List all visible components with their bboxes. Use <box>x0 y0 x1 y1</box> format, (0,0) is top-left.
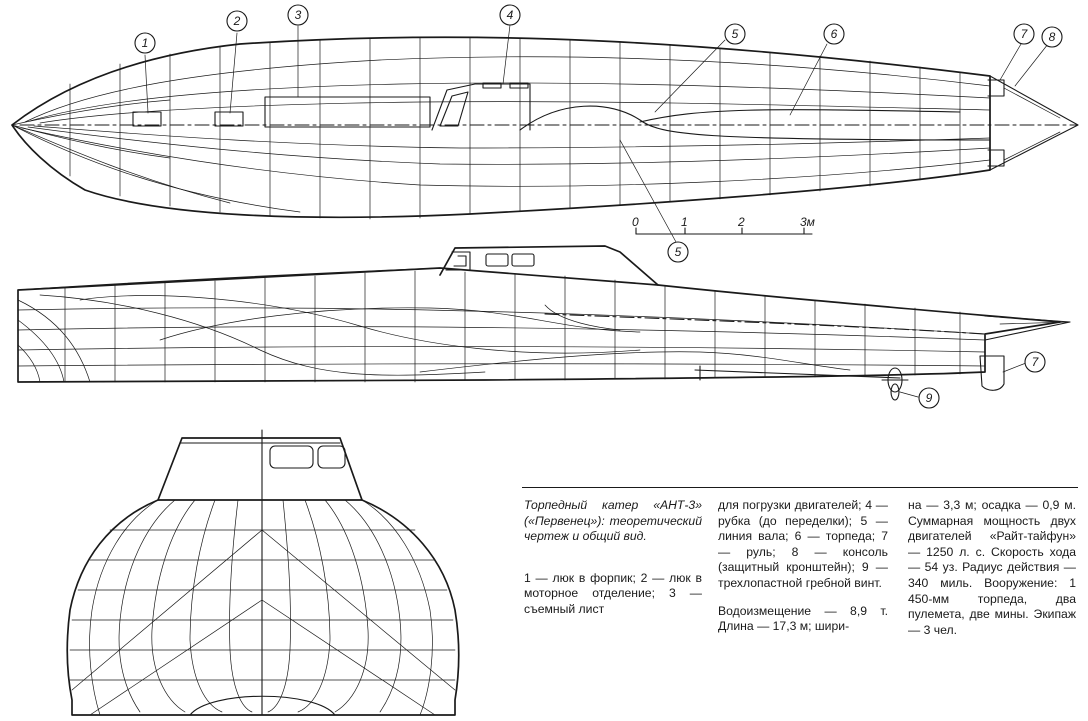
callout-2: 2 <box>226 10 248 32</box>
top-view-hull-outline <box>11 36 991 219</box>
body-plan-hull-outline <box>66 499 460 716</box>
propeller <box>881 367 909 401</box>
scale-tick-0: 0 <box>632 215 639 229</box>
caption-column-2: для погрузки двигателей; 4 — рубка (до п… <box>718 498 888 635</box>
caption-title: Торпедный катер «АНТ-3» («Первенец»): те… <box>524 498 702 544</box>
svg-text:5: 5 <box>732 27 739 41</box>
body-plan-wheelhouse <box>157 437 363 501</box>
torpedo-plan <box>639 109 961 123</box>
top-view-stations <box>69 36 961 220</box>
callout-9: 9 <box>918 387 940 409</box>
callout-8: 8 <box>1041 26 1063 48</box>
svg-text:2: 2 <box>233 14 241 28</box>
svg-text:7: 7 <box>1021 27 1029 41</box>
svg-text:1: 1 <box>142 36 149 50</box>
shaft-line-plan <box>519 105 991 141</box>
wheelhouse-profile <box>439 245 659 286</box>
legend-text-part-2: для погрузки двигателей; 4 — рубка (до п… <box>718 498 888 590</box>
specs-text-part-1: Водоизмещение — 8,9 т. Длина — 17,3 м; ш… <box>718 603 888 634</box>
caption-column-1: Торпедный катер «АНТ-3» («Первенец»): те… <box>524 498 702 618</box>
wheelhouse-window-right <box>317 445 346 469</box>
scale-tick-2: 2 <box>737 215 745 229</box>
svg-text:5: 5 <box>675 245 682 259</box>
callout-3: 3 <box>287 4 309 26</box>
callout-4: 4 <box>499 4 521 26</box>
callout-7-side: 7 <box>1024 351 1046 373</box>
side-view-profile <box>17 245 1071 401</box>
svg-text:6: 6 <box>831 27 838 41</box>
wheelhouse-plan <box>431 82 531 131</box>
side-view-hull-outline <box>17 267 1061 383</box>
wheelhouse-window-left <box>269 445 314 469</box>
body-plan <box>66 429 460 716</box>
callout-6: 6 <box>823 23 845 45</box>
callout-7-top: 7 <box>1013 23 1035 45</box>
propeller-shaft <box>694 369 901 379</box>
caption-column-3: на — 3,3 м; осадка — 0,9 м. Суммарная мо… <box>908 498 1076 638</box>
console-bracket-plan <box>989 75 1079 171</box>
specs-text-part-2: на — 3,3 м; осадка — 0,9 м. Суммарная мо… <box>908 498 1076 637</box>
svg-text:8: 8 <box>1049 30 1056 44</box>
svg-text:9: 9 <box>926 391 933 405</box>
scale-bar: 0 1 2 3м <box>632 215 815 235</box>
top-view-plan <box>11 24 1079 243</box>
svg-text:4: 4 <box>507 8 514 22</box>
forepeak-hatch <box>132 111 162 127</box>
callout-5-upper: 5 <box>724 23 746 45</box>
svg-text:3: 3 <box>295 8 302 22</box>
callout-1: 1 <box>134 32 156 54</box>
engine-room-hatch <box>214 111 244 127</box>
removable-plate <box>264 96 431 128</box>
rudder-profile <box>979 355 1005 391</box>
legend-text-part-1: 1 — люк в форпик; 2 — люк в моторное отд… <box>524 570 702 616</box>
scale-tick-3m: 3м <box>800 215 815 229</box>
svg-text:7: 7 <box>1032 355 1040 369</box>
callout-5-lower: 5 <box>667 241 689 263</box>
scale-tick-1: 1 <box>681 215 688 229</box>
caption-block: Торпедный катер «АНТ-3» («Первенец»): те… <box>522 487 1078 712</box>
side-view-stations <box>64 270 961 383</box>
